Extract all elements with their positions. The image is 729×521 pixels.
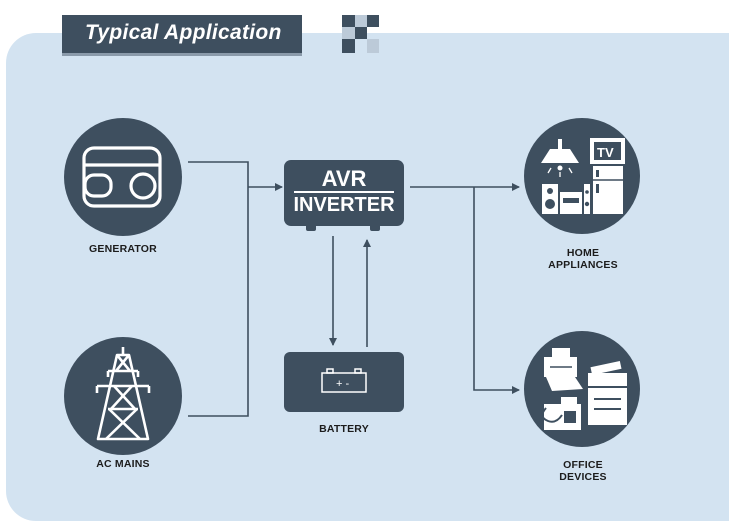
tv-icon: TV bbox=[590, 138, 625, 164]
inverter-foot bbox=[370, 225, 380, 231]
decorative-square bbox=[355, 15, 367, 27]
ac-mains-node bbox=[64, 337, 182, 455]
battery-box: + - bbox=[284, 352, 404, 412]
generator-icon bbox=[82, 146, 162, 208]
light-rays bbox=[547, 167, 573, 177]
range-hood-icon bbox=[541, 139, 579, 171]
inverter-foot bbox=[306, 225, 316, 231]
decorative-square bbox=[342, 27, 355, 39]
decorative-square bbox=[367, 39, 379, 53]
telephone-icon bbox=[541, 397, 581, 430]
generator-node bbox=[64, 118, 182, 236]
battery-label: BATTERY bbox=[319, 423, 369, 435]
generator-connector bbox=[188, 161, 249, 417]
decorative-square bbox=[355, 27, 367, 39]
decorative-square bbox=[367, 15, 379, 27]
office-devices-node bbox=[524, 331, 640, 447]
office-devices-label-line1: OFFICE bbox=[563, 459, 603, 471]
refrigerator-icon bbox=[593, 166, 623, 214]
printer-icon bbox=[544, 348, 583, 391]
home-appliances-label-line2: APPLIANCES bbox=[548, 259, 618, 271]
generator-label: GENERATOR bbox=[89, 243, 157, 255]
avr-divider bbox=[294, 191, 394, 193]
inverter-label: INVERTER bbox=[293, 194, 395, 216]
avr-inverter-box: AVR INVERTER bbox=[284, 160, 404, 226]
home-appliances-label: HOME APPLIANCES bbox=[519, 247, 647, 271]
stereo-system-icon bbox=[542, 184, 590, 214]
power-tower-icon bbox=[95, 347, 151, 441]
home-appliances-node: TV bbox=[524, 118, 640, 234]
home-appliances-label-line1: HOME bbox=[566, 247, 600, 259]
battery-terminals: + - bbox=[336, 378, 349, 390]
decorative-square bbox=[342, 39, 355, 53]
page-title: Typical Application bbox=[85, 21, 282, 44]
office-devices-icon bbox=[541, 348, 627, 430]
home-appliances-icon: TV bbox=[541, 138, 625, 214]
office-devices-label: OFFICE DEVICES bbox=[519, 459, 647, 483]
ac-mains-label: AC MAINS bbox=[96, 458, 150, 470]
title-tab bbox=[62, 15, 302, 56]
battery-icon: + - bbox=[321, 368, 367, 393]
tv-text: TV bbox=[597, 145, 614, 160]
to-office-devices-arrow bbox=[473, 187, 520, 394]
avr-label: AVR bbox=[321, 166, 367, 191]
office-devices-label-line2: DEVICES bbox=[559, 471, 607, 483]
copier-icon bbox=[588, 360, 627, 425]
decorative-square bbox=[342, 15, 355, 27]
